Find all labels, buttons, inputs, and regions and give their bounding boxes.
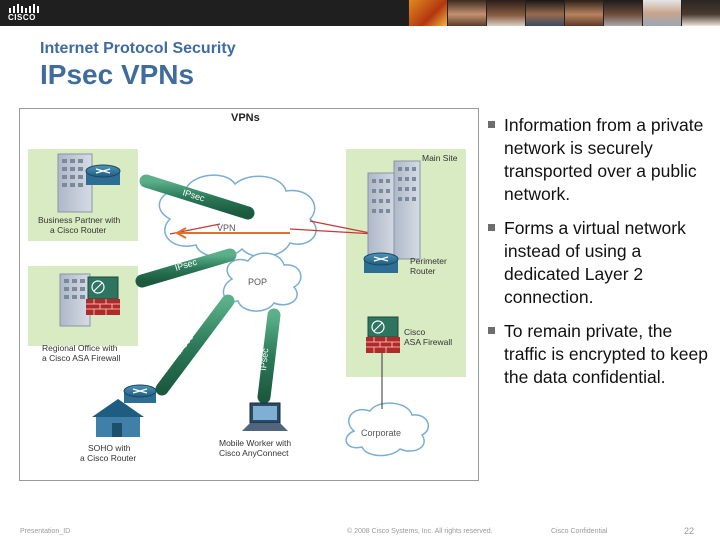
router-icon (123, 384, 157, 403)
main-site-label: Main Site (422, 153, 458, 163)
banner-photo (486, 0, 525, 26)
cisco-logo-text: CISCO (8, 13, 36, 22)
bullet-item: Information from a private network is se… (486, 114, 716, 206)
business-partner-label: Business Partner with (38, 215, 120, 225)
diagram-title: VPNs (231, 112, 260, 124)
vpn-arrow-icon (174, 227, 290, 239)
slide-subtitle: Internet Protocol Security (40, 40, 236, 57)
banner-photo (642, 0, 681, 26)
banner-photo (564, 0, 603, 26)
ipsec-tunnel: IPsec (155, 294, 235, 396)
soho-label: SOHO with (88, 443, 131, 453)
footer-confidential: Cisco Confidential (551, 528, 608, 535)
vpn-label: VPN (217, 223, 236, 233)
firewall-icon (366, 316, 400, 353)
bullet-item: Forms a virtual network instead of using… (486, 217, 716, 309)
laptop-icon (242, 402, 288, 431)
banner-photo (525, 0, 564, 26)
cisco-asa-label: Cisco (404, 327, 426, 337)
soho-label: a Cisco Router (80, 453, 136, 463)
bullet-text: Information from a private network is se… (504, 115, 704, 204)
bullet-square-icon (488, 224, 495, 231)
router-icon (363, 252, 399, 273)
mobile-worker-label: Cisco AnyConnect (219, 448, 289, 458)
page-number: 22 (684, 526, 695, 536)
ipsec-tunnel: IPsec (135, 248, 237, 288)
vpn-diagram: VPNs VPN POP Corporate (19, 108, 479, 481)
slide-title: IPsec VPNs (40, 59, 195, 90)
banner-photo (408, 0, 447, 26)
banner-photo (603, 0, 642, 26)
bullet-square-icon (488, 121, 495, 128)
cisco-bars-icon (9, 4, 39, 13)
cisco-asa-label: ASA Firewall (404, 337, 452, 347)
ipsec-tunnel: IPsec (139, 174, 255, 220)
pop-label: POP (248, 277, 267, 287)
firewall-icon (86, 276, 120, 315)
building-icon (59, 273, 91, 327)
photo-strip (408, 0, 720, 26)
business-partner-label: a Cisco Router (50, 225, 106, 235)
bullet-text: Forms a virtual network instead of using… (504, 218, 686, 307)
regional-office-label: Regional Office with (42, 343, 118, 353)
bullet-square-icon (488, 327, 495, 334)
perimeter-router-label: Perimeter (410, 256, 447, 266)
banner-photo (447, 0, 486, 26)
banner-photo (681, 0, 720, 26)
perimeter-router-label: Router (410, 266, 436, 276)
ipsec-tunnel: IPsec (257, 308, 281, 404)
top-banner: CISCO (0, 0, 720, 26)
cisco-logo: CISCO (8, 4, 42, 22)
pop-cloud (222, 252, 302, 312)
mobile-worker-label: Mobile Worker with (219, 438, 291, 448)
corporate-label: Corporate (361, 428, 401, 438)
corporate-cloud (345, 402, 430, 457)
bullet-text: To remain private, the traffic is encryp… (504, 321, 708, 387)
regional-office-label: a Cisco ASA Firewall (42, 353, 121, 363)
house-icon (92, 399, 144, 437)
ipsec-tunnel-label: IPsec (258, 347, 270, 371)
bullet-item: To remain private, the traffic is encryp… (486, 320, 716, 389)
router-icon (85, 164, 121, 185)
footer-presentation-id: Presentation_ID (20, 528, 71, 535)
building-icon (367, 160, 421, 260)
footer-copyright: © 2008 Cisco Systems, Inc. All rights re… (347, 528, 493, 535)
bullet-list: Information from a private network is se… (486, 114, 716, 400)
